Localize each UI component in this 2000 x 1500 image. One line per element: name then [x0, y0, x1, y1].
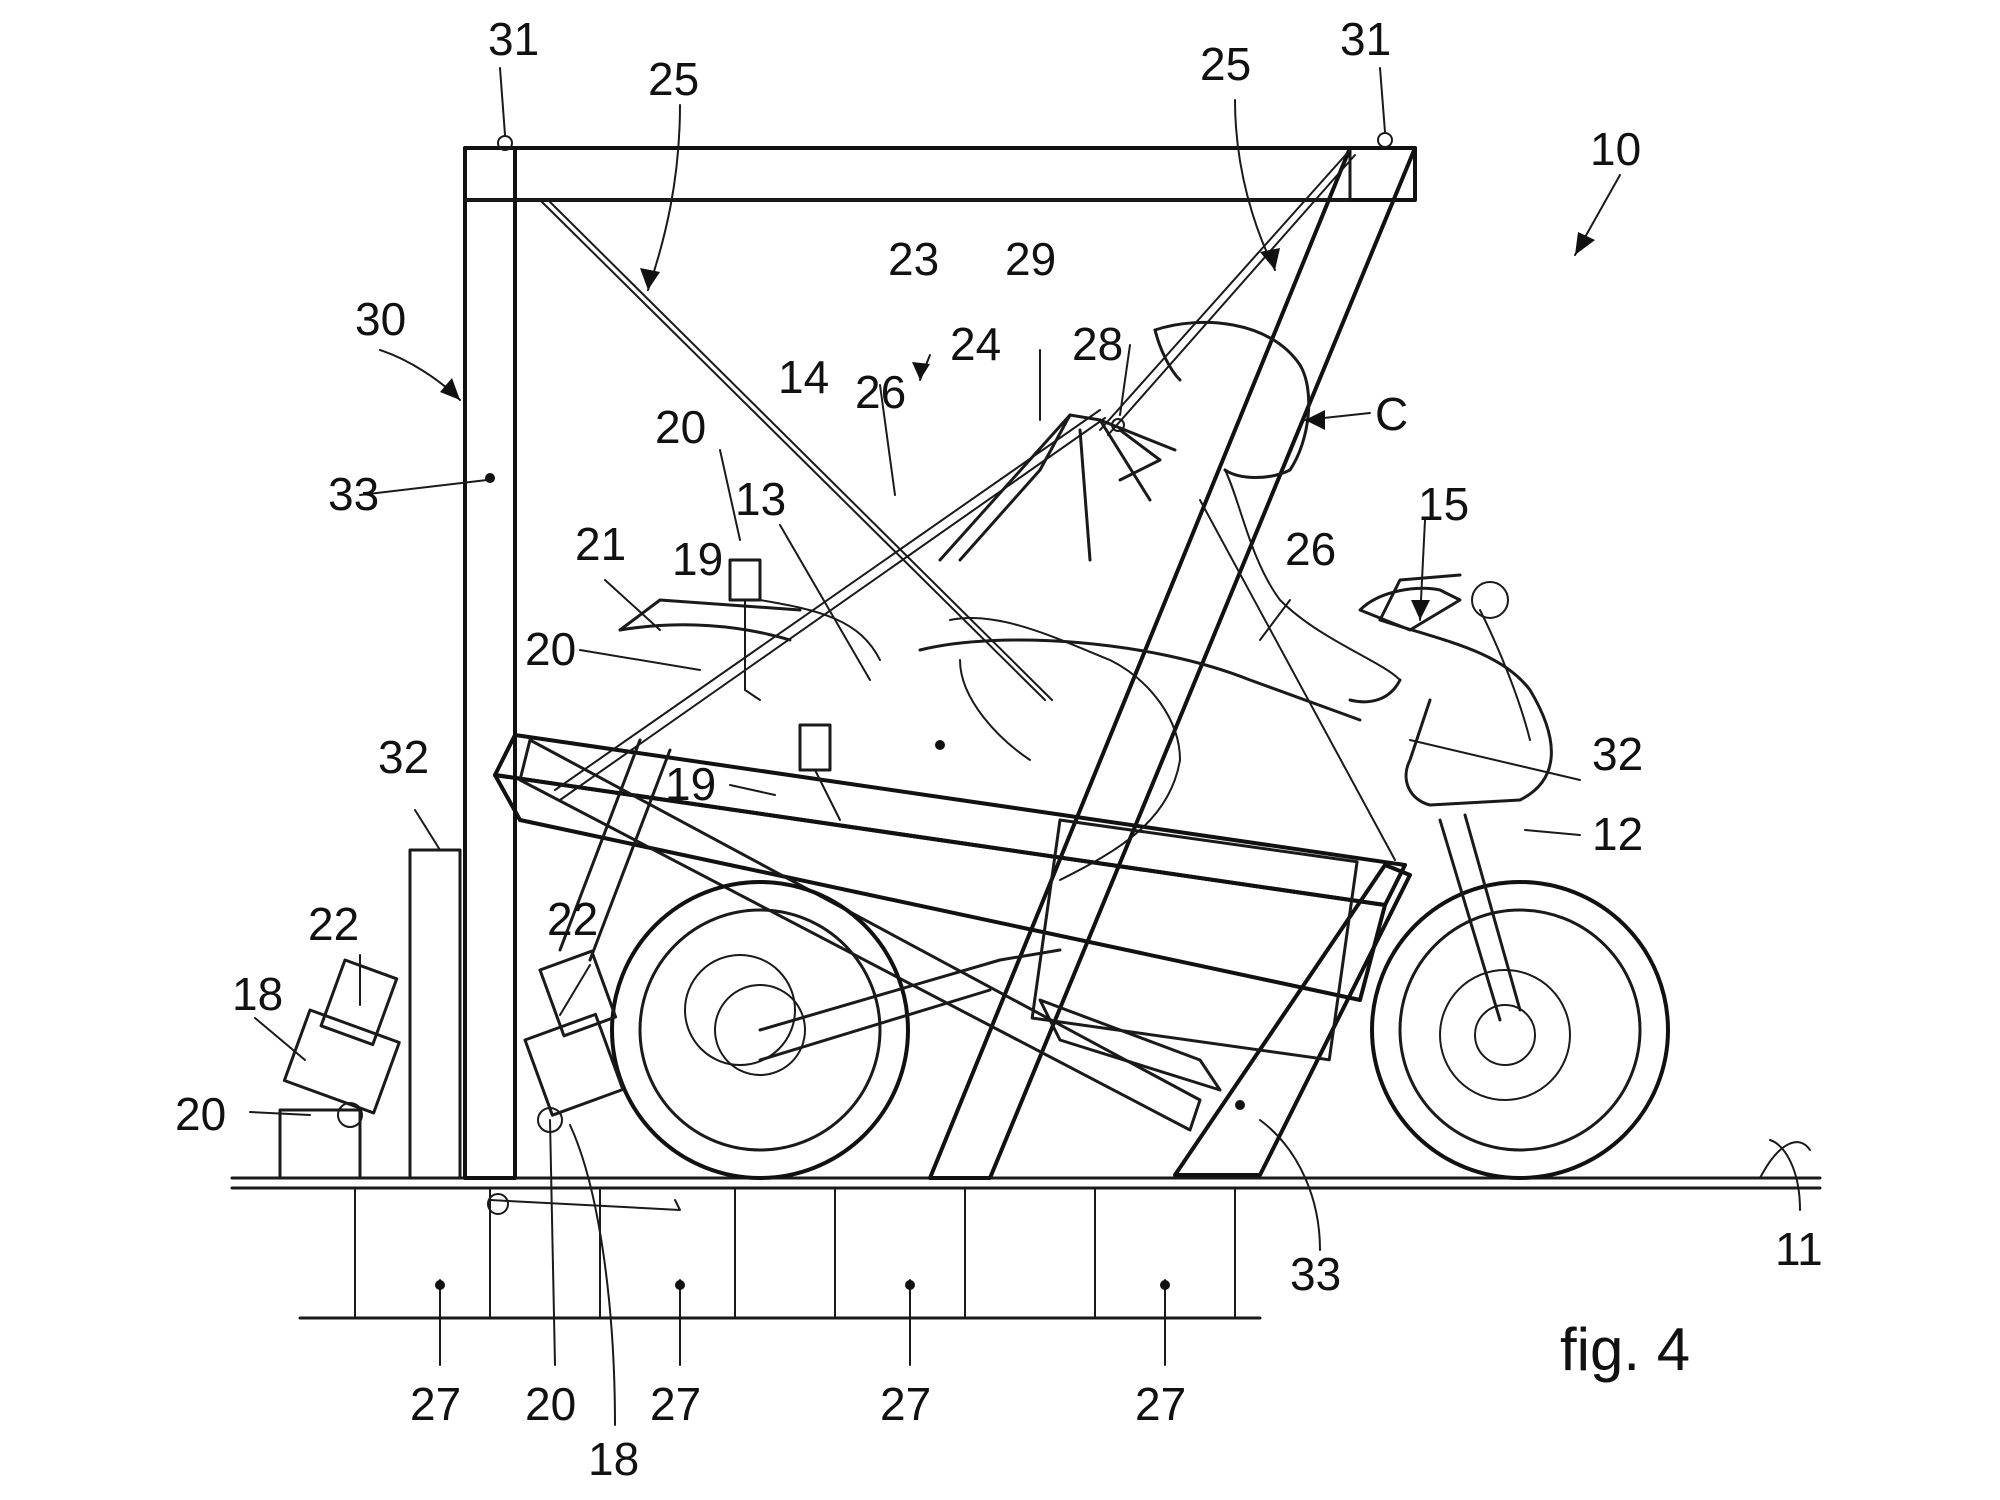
label-27-c: 27	[880, 1378, 931, 1430]
rider	[949, 320, 1402, 881]
label-20-bottom: 20	[525, 1378, 576, 1430]
label-32-left: 32	[378, 731, 429, 783]
label-C: C	[1375, 388, 1408, 440]
roll-cage	[938, 413, 1177, 562]
label-32-right: 32	[1592, 728, 1643, 780]
label-19-upper: 19	[672, 533, 723, 585]
label-26-lower: 26	[1285, 523, 1336, 575]
label-18-bottom: 18	[588, 1433, 639, 1485]
figure-caption: fig. 4	[1560, 1316, 1690, 1383]
label-15: 15	[1418, 478, 1469, 530]
label-20-upper: 20	[655, 401, 706, 453]
label-31-left: 31	[488, 13, 539, 65]
label-28: 28	[1072, 318, 1123, 370]
label-25-right: 25	[1200, 38, 1251, 90]
label-11: 11	[1775, 1223, 1823, 1275]
label-27-a: 27	[410, 1378, 461, 1430]
support-frame	[408, 132, 1417, 1180]
motorcycle	[610, 573, 1670, 1180]
actuators	[278, 738, 672, 1180]
reference-dots	[435, 473, 1245, 1290]
label-31-right: 31	[1340, 13, 1391, 65]
label-14: 14	[778, 351, 829, 403]
label-27-d: 27	[1135, 1378, 1186, 1430]
label-20-mid: 20	[525, 623, 576, 675]
label-24: 24	[950, 318, 1001, 370]
label-19-lower: 19	[665, 758, 716, 810]
label-26-upper: 26	[855, 366, 906, 418]
cables	[539, 149, 1396, 861]
upper-actuators	[728, 558, 881, 821]
label-13: 13	[735, 473, 786, 525]
leader-lines	[249, 67, 1801, 1426]
label-27-b: 27	[650, 1378, 701, 1430]
label-29: 29	[1005, 233, 1056, 285]
base-platform	[230, 1141, 1822, 1320]
label-20-left: 20	[175, 1088, 226, 1140]
label-22-right: 22	[547, 893, 598, 945]
label-30: 30	[355, 293, 406, 345]
label-25-left: 25	[648, 53, 699, 105]
label-18-left: 18	[232, 968, 283, 1020]
reference-labels: 31 31 25 25 10 23 29 30 24 28 14 26 C 20…	[175, 13, 1823, 1485]
label-33-right: 33	[1290, 1248, 1341, 1300]
label-21: 21	[575, 518, 626, 570]
inclined-beam	[493, 733, 1412, 1177]
label-33-left: 33	[328, 468, 379, 520]
label-23: 23	[888, 233, 939, 285]
label-22-left: 22	[308, 898, 359, 950]
label-10: 10	[1590, 123, 1641, 175]
label-12: 12	[1592, 808, 1643, 860]
